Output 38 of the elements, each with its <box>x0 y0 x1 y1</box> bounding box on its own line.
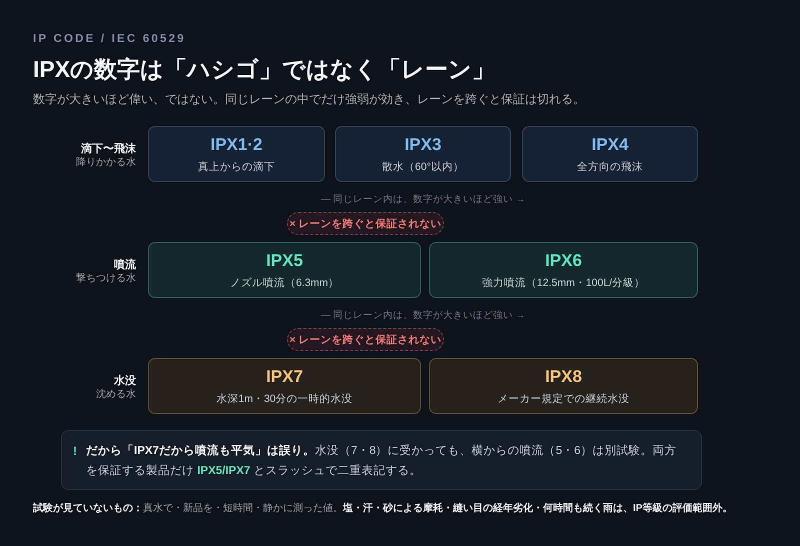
lane-label: 水没 <box>114 374 136 388</box>
warning-pill: × レーンを跨ぐと保証されない <box>287 328 444 351</box>
rating-card <box>148 242 421 298</box>
lane-description: 撃ちつける水 <box>76 272 136 285</box>
note-panel <box>61 430 702 490</box>
rating-code: IPX5 <box>266 250 303 270</box>
rating-card <box>429 358 698 414</box>
rating-description: 全方向の飛沫 <box>577 160 643 174</box>
rating-card <box>148 126 325 182</box>
rating-card <box>429 242 698 298</box>
rating-code: IPX7 <box>266 366 303 386</box>
rating-code: IPX3 <box>404 134 442 154</box>
warning-pill: × レーンを跨ぐと保証されない <box>287 212 444 235</box>
rating-description: 散水（60°以内） <box>382 160 464 174</box>
rating-description: 真上からの滴下 <box>198 160 275 174</box>
lane-label: 滴下〜飛沫 <box>81 142 136 156</box>
rating-code: IPX1·2 <box>210 134 262 154</box>
rating-card <box>522 126 698 182</box>
footnote: 試験が見ていないもの：真水で・新品を・短時間・静かに測った値。塩・汗・砂による摩耗・縫い目の経年劣化・何時間も続く雨は、IP等級の評価範囲外。 <box>33 501 732 515</box>
direction-note: — 同じレーン内は、数字が大きいほど強い → <box>320 309 526 322</box>
rating-code: IPX6 <box>545 250 582 270</box>
lane-description: 降りかかる水 <box>76 156 136 169</box>
rating-description: 強力噴流（12.5mm・100L/分級） <box>482 276 646 290</box>
rating-description: メーカー規定での継続水没 <box>498 392 630 406</box>
title: IPXの数字は「ハシゴ」ではなく「レーン」 <box>33 55 496 84</box>
rating-description: ノズル噴流（6.3mm） <box>230 276 340 290</box>
rating-card <box>335 126 511 182</box>
rating-code: IPX8 <box>545 366 582 386</box>
rating-card <box>148 358 421 414</box>
lane-description: 沈める水 <box>96 388 136 401</box>
rating-code: IPX4 <box>592 134 628 154</box>
standard-label: IP CODE / IEC 60529 <box>33 33 186 45</box>
lane-label: 噴流 <box>114 258 136 272</box>
rating-description: 水深1m・30分の一時的水没 <box>216 392 353 406</box>
note-text: だから「IPX7だから噴流も平気」は誤り。水没（7・8）に受かっても、横からの噴流（5・6）は別試験。両方を保証する製品だけ IPX5/IPX7 とスラッシュで二重表記する。 <box>86 443 678 479</box>
subtitle: 数字が大きいほど偉い、ではない。同じレーンの中でだけ強弱が効き、レーンを跨ぐと保証は切れる。 <box>33 91 585 108</box>
direction-note: — 同じレーン内は、数字が大きいほど強い → <box>320 193 526 206</box>
exclamation-mark: ! <box>73 443 77 460</box>
